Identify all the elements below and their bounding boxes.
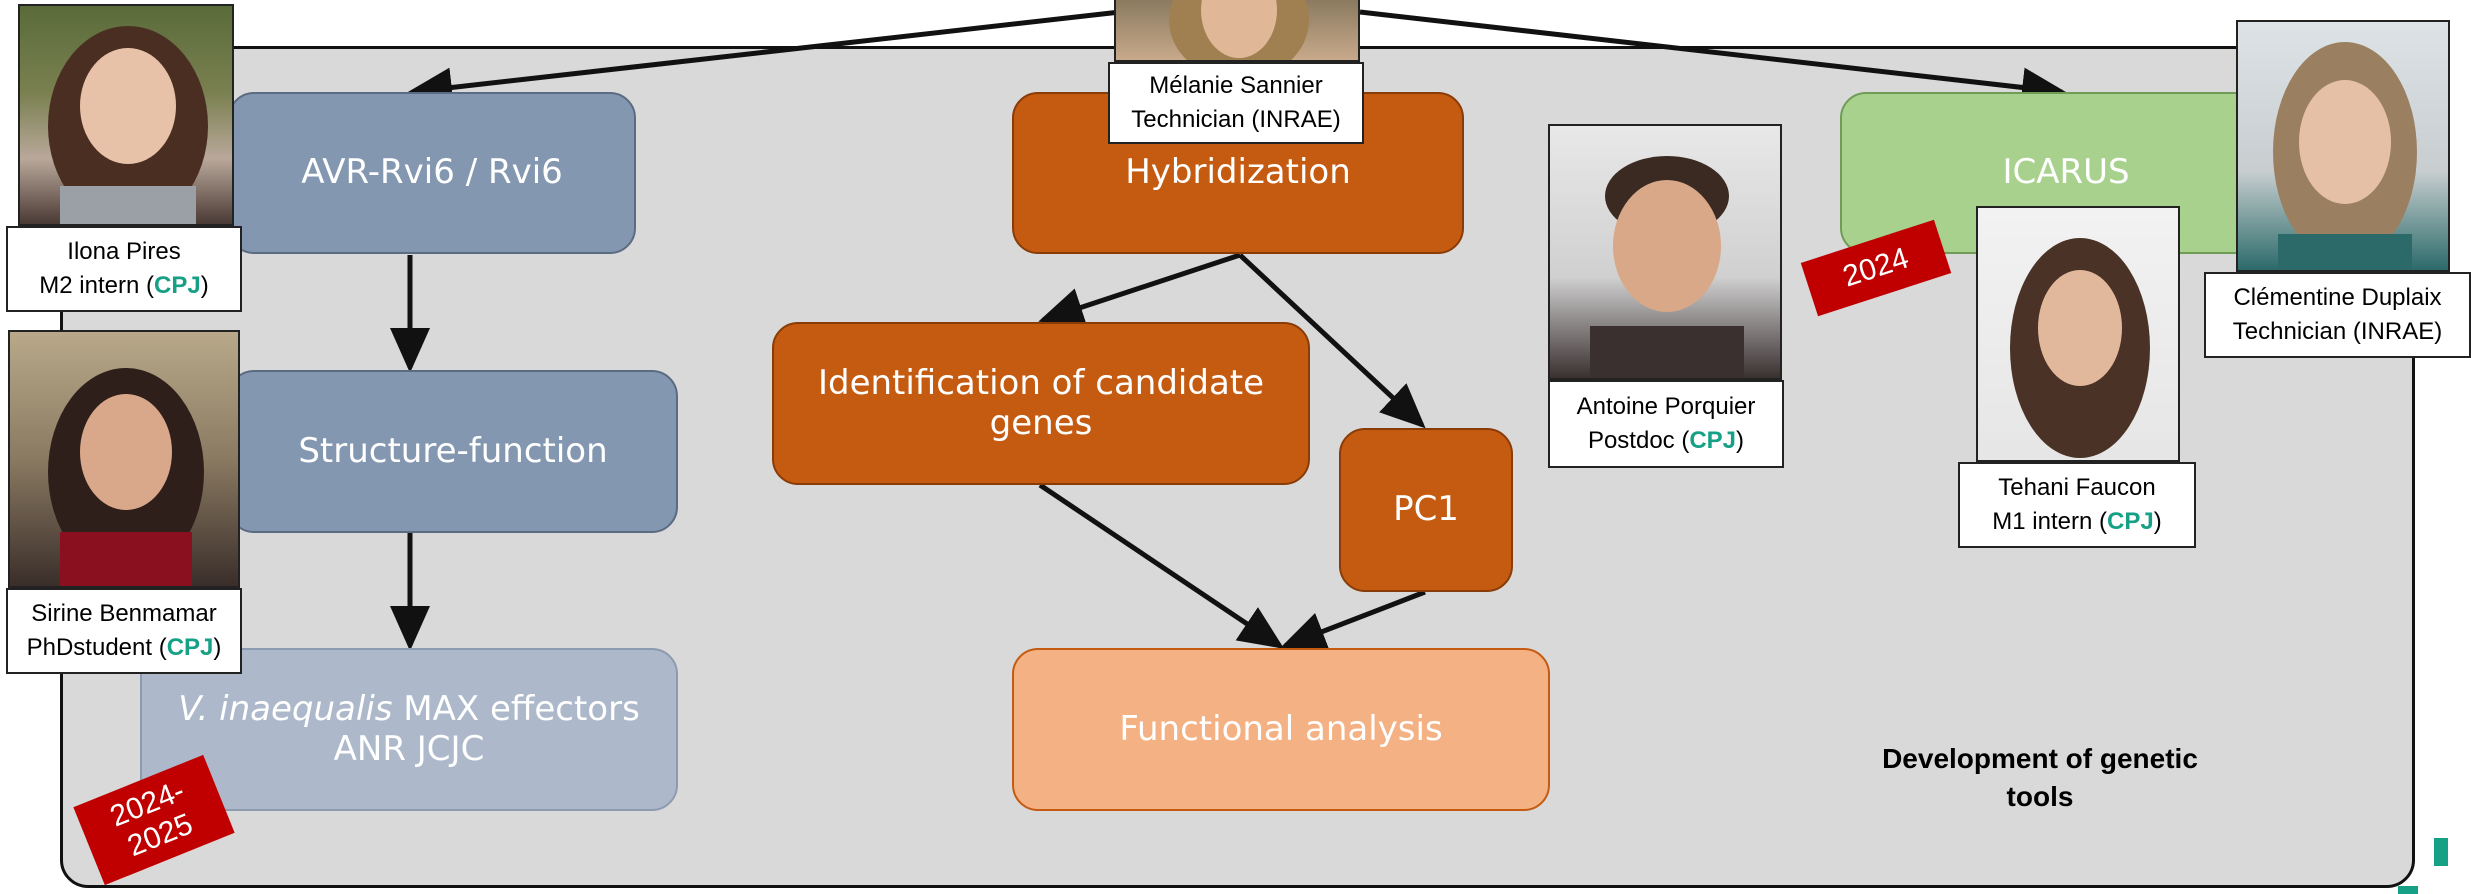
tehani-portrait-icon <box>2010 238 2150 458</box>
structure-function-label: Structure-function <box>298 430 608 471</box>
antoine-photo <box>1548 124 1782 380</box>
hybridization-label: Hybridization <box>1125 152 1351 193</box>
sirine-photo <box>8 330 240 588</box>
arrow-hybrid-candidate <box>1038 252 1241 327</box>
tehani-role-line: M1 intern (CPJ) <box>1960 505 2194 539</box>
antoine-portrait-icon <box>1590 156 1744 378</box>
melanie-photo <box>1114 0 1360 62</box>
sirine-caption: Sirine Benmamar PhDstudent (CPJ) <box>6 588 242 674</box>
clementine-caption: Clémentine Duplaix Technician (INRAE) <box>2204 272 2471 358</box>
icarus-label: ICARUS <box>2002 152 2130 193</box>
logo-fragment-2 <box>2398 886 2418 894</box>
effectors-box: V. inaequalis MAX effectors ANR JCJC <box>140 648 678 811</box>
antoine-caption: Antoine Porquier Postdoc (CPJ) <box>1548 380 1784 468</box>
arrow-top-right <box>1359 9 2067 108</box>
melanie-portrait-icon <box>1169 0 1309 60</box>
melanie-name: Mélanie Sannier <box>1149 72 1323 99</box>
sirine-portrait-icon <box>48 368 204 586</box>
ilona-name: Ilona Pires <box>67 238 181 265</box>
clementine-name: Clémentine Duplaix <box>2233 284 2442 311</box>
ilona-role: M2 intern ( <box>39 272 154 299</box>
logo-fragment <box>2434 838 2448 866</box>
sirine-org: CPJ <box>166 634 214 661</box>
ilona-role-line: M2 intern (CPJ) <box>8 269 240 303</box>
antoine-role: Postdoc ( <box>1587 427 1690 454</box>
sirine-role-line: PhDstudent (CPJ) <box>8 631 240 665</box>
ilona-photo <box>18 4 234 226</box>
melanie-caption: Mélanie Sannier Technician (INRAE) <box>1108 62 1364 144</box>
sirine-close: ) <box>213 634 222 661</box>
pc1-box: PC1 <box>1339 428 1513 592</box>
tehani-name: Tehani Faucon <box>1998 474 2156 501</box>
sirine-role: PhDstudent ( <box>26 634 167 661</box>
arrow-candidate-functional <box>1038 482 1285 649</box>
tehani-role: M1 intern ( <box>1992 508 2107 535</box>
melanie-role: Technician (INRAE) <box>1131 106 1341 133</box>
antoine-org: CPJ <box>1689 427 1737 454</box>
avr-rvi6-box: AVR-Rvi6 / Rvi6 <box>228 92 636 254</box>
antoine-close: ) <box>1736 427 1745 454</box>
pc1-label: PC1 <box>1393 489 1459 530</box>
effectors-title: V. inaequalis MAX effectors <box>178 690 640 729</box>
sirine-name: Sirine Benmamar <box>31 600 217 627</box>
effectors-label: MAX effectors <box>392 689 640 730</box>
functional-analysis-label: Functional analysis <box>1119 708 1443 749</box>
development-genetic-tools-label: Development of genetic tools <box>1882 743 2198 812</box>
arrow-pc1-functional <box>1280 589 1426 651</box>
avr-rvi6-label: AVR-Rvi6 / Rvi6 <box>301 152 563 193</box>
clementine-role: Technician (INRAE) <box>2232 318 2443 345</box>
functional-analysis-box: Functional analysis <box>1012 648 1550 811</box>
tehani-caption: Tehani Faucon M1 intern (CPJ) <box>1958 462 2196 548</box>
antoine-name: Antoine Porquier <box>1576 393 1756 420</box>
species-name: V. inaequalis <box>178 689 393 730</box>
structure-function-box: Structure-function <box>228 370 678 533</box>
antoine-role-line: Postdoc (CPJ) <box>1550 424 1782 458</box>
arrow-hybrid-pc1 <box>1238 253 1426 429</box>
clementine-photo <box>2236 20 2450 272</box>
ilona-caption: Ilona Pires M2 intern (CPJ) <box>6 226 242 312</box>
tehani-org: CPJ <box>2107 508 2154 535</box>
tehani-close: ) <box>2153 508 2162 535</box>
ilona-portrait-icon <box>48 26 208 224</box>
candidate-genes-box: Identification of candidate genes <box>772 322 1310 485</box>
arrow-top-left <box>407 9 1121 108</box>
candidate-genes-label: Identification of candidate genes <box>817 363 1265 443</box>
ilona-close: ) <box>200 272 209 299</box>
ilona-org: CPJ <box>154 272 201 299</box>
tehani-photo <box>1976 206 2180 462</box>
clementine-portrait-icon <box>2273 42 2417 270</box>
anr-label: ANR JCJC <box>333 728 485 769</box>
